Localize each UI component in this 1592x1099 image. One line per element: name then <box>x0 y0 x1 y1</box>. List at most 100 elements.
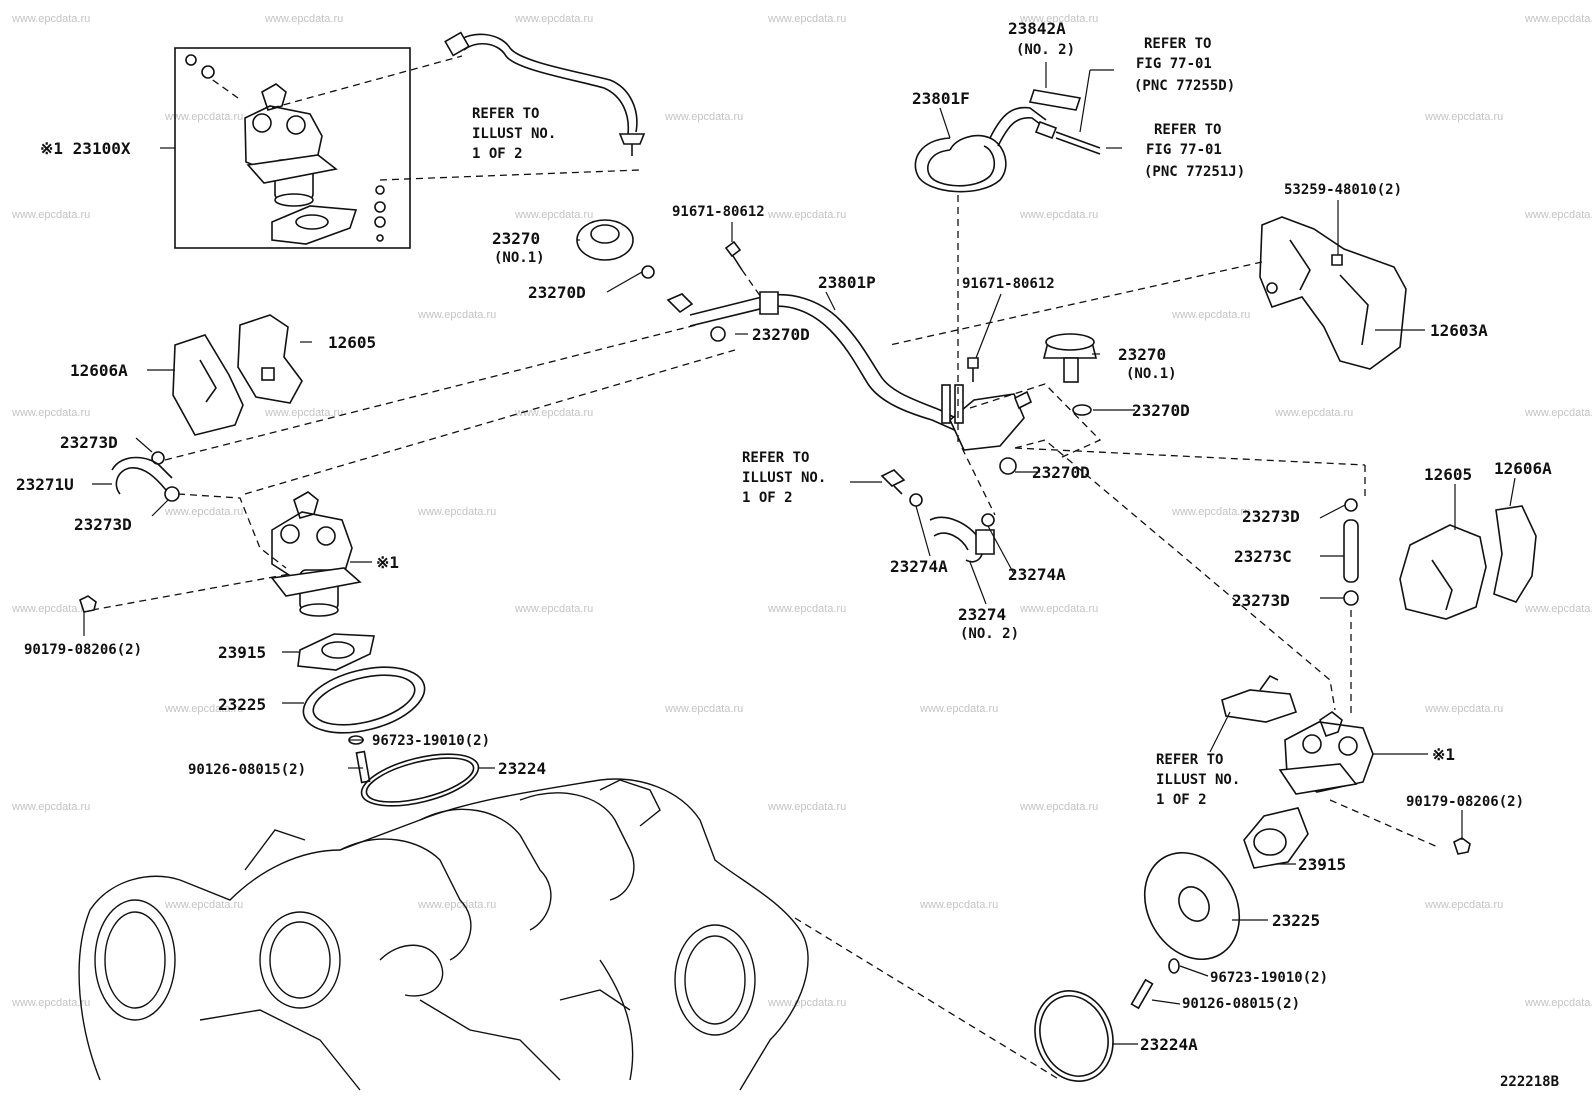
pipe-connector <box>880 469 906 487</box>
bracket-detail <box>1339 274 1369 346</box>
watermark-text: www.epcdata.ru <box>11 13 90 25</box>
pump-connector <box>293 491 319 519</box>
label-90179: 90179-08206(2) <box>1406 794 1524 810</box>
pump-port <box>1338 736 1358 756</box>
watermark-text: www.epcdata.ru <box>1019 603 1098 615</box>
label-no1: (NO.1) <box>494 250 545 266</box>
label-refer-fig: FIG 77-01 <box>1136 56 1212 72</box>
watermark-text: www.epcdata.ru <box>11 209 90 221</box>
plate-hole <box>1178 886 1210 922</box>
label-mark1: ※1 <box>1432 745 1455 764</box>
lower-flange <box>419 999 561 1081</box>
label-23273D: 23273D <box>60 433 118 452</box>
label-refer-illust: 1 OF 2 <box>1156 792 1207 808</box>
pipe-stub <box>954 384 964 424</box>
watermark-text: www.epcdata.ru <box>767 13 846 25</box>
watermark-text: www.epcdata.ru <box>164 899 243 911</box>
watermark-text: www.epcdata.ru <box>164 506 243 518</box>
watermark-text: www.epcdata.ru <box>1171 506 1250 518</box>
watermark-text: www.epcdata.ru <box>767 801 846 813</box>
fuel-pipe-upper-left <box>444 31 646 156</box>
label-refer-fig: (PNC 77251J) <box>1144 164 1245 180</box>
label-no2: (NO. 2) <box>1016 42 1075 58</box>
bracket-detail <box>1289 239 1311 291</box>
watermark-text: www.epcdata.ru <box>1424 899 1503 911</box>
fuel-hose <box>914 134 1007 193</box>
pump-assembly-box <box>174 47 641 249</box>
stud-90126 <box>1130 978 1154 1010</box>
leader-lines <box>83 62 1516 1045</box>
label-23270D: 23270D <box>1032 463 1090 482</box>
lower-flange <box>199 1009 361 1091</box>
hose-connector-23842A <box>1028 89 1082 111</box>
label-90126: 90126-08015(2) <box>188 762 306 778</box>
label-refer-illust: ILLUST NO. <box>742 470 826 486</box>
plate-ring <box>312 674 416 726</box>
intake-port-right-inner <box>684 935 746 1025</box>
washer <box>376 234 384 242</box>
label-23100X: ※1 23100X <box>40 139 131 158</box>
watermark-text: www.epcdata.ru <box>664 703 743 715</box>
pump-connector <box>261 83 287 111</box>
watermark-text: www.epcdata.ru <box>1524 407 1592 419</box>
label-23225: 23225 <box>1272 911 1320 930</box>
watermark-text: www.epcdata.ru <box>1019 209 1098 221</box>
watermark-text: www.epcdata.ru <box>1524 13 1592 25</box>
label-23270D: 23270D <box>1132 401 1190 420</box>
nut-90179-right <box>1453 837 1471 855</box>
label-23273D: 23273D <box>74 515 132 534</box>
pump-connector <box>1319 711 1343 738</box>
hose-23271U <box>111 456 173 479</box>
label-refer-illust: 1 OF 2 <box>472 146 523 162</box>
label-23274: 23274 <box>958 605 1006 624</box>
label-12605: 12605 <box>1424 465 1472 484</box>
gasket-23224-inner <box>365 757 475 803</box>
watermark-text: www.epcdata.ru <box>1524 603 1592 615</box>
bolt <box>724 240 742 258</box>
intake-port-mid-inner <box>269 921 331 999</box>
label-12606A: 12606A <box>1494 459 1552 478</box>
runner <box>339 838 472 961</box>
regulator-stem <box>1063 357 1079 383</box>
watermark-text: www.epcdata.ru <box>417 899 496 911</box>
watermark-text: www.epcdata.ru <box>264 407 343 419</box>
pump-port <box>286 115 306 135</box>
o-ring-96723 <box>1168 958 1180 974</box>
fuel-pipe-23801P <box>689 293 976 429</box>
bracket-detail <box>1431 559 1453 611</box>
hose-clamp <box>151 451 165 465</box>
o-ring <box>999 457 1017 475</box>
gasket-hole <box>295 214 329 230</box>
pump-port <box>280 524 300 544</box>
label-91671: 91671-80612 <box>672 204 765 220</box>
gasket-23224A <box>1034 990 1114 1082</box>
label-refer-illust: REFER TO <box>1156 752 1223 768</box>
label-23271U: 23271U <box>16 475 74 494</box>
o-ring <box>710 326 726 342</box>
insulator-detail <box>199 359 217 403</box>
label-23270: 23270 <box>492 229 540 248</box>
label-91671: 91671-80612 <box>962 276 1055 292</box>
label-23801P: 23801P <box>818 273 876 292</box>
label-12606A: 12606A <box>70 361 128 380</box>
plate-23225-left <box>302 666 426 734</box>
pump-flange <box>246 154 338 184</box>
label-12603A: 12603A <box>1430 321 1488 340</box>
pipe-stub <box>941 384 951 424</box>
fuel-hose <box>989 106 1047 139</box>
watermark-text: www.epcdata.ru <box>164 703 243 715</box>
hose-23273C <box>1343 519 1359 583</box>
label-refer-fig: (PNC 77255D) <box>1134 78 1235 94</box>
pump-cylinder-end <box>299 603 339 617</box>
label-23274A: 23274A <box>890 557 948 576</box>
figure-number: 222218B <box>1500 1074 1559 1090</box>
watermark-text: www.epcdata.ru <box>1524 209 1592 221</box>
watermark-text: www.epcdata.ru <box>11 603 90 615</box>
pump-flange <box>270 567 362 597</box>
pipe-fitting <box>444 31 470 57</box>
label-23273D: 23273D <box>1232 591 1290 610</box>
label-refer-illust: ILLUST NO. <box>472 126 556 142</box>
pump-port <box>316 526 336 546</box>
label-96723: 96723-19010(2) <box>1210 970 1328 986</box>
